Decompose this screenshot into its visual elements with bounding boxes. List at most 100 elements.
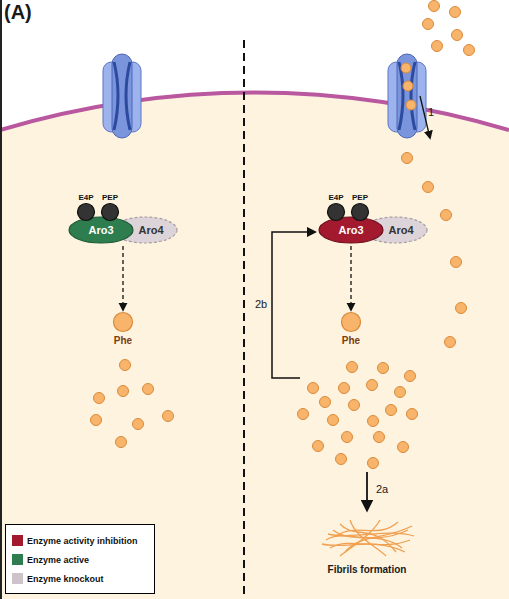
phe-molecule	[349, 400, 360, 411]
fibril-strand	[340, 520, 380, 556]
metabolite-circle: E4P	[327, 203, 345, 221]
metabolite-name: E4P	[78, 193, 93, 202]
legend-entry: Enzyme active	[12, 550, 148, 569]
metabolite-circle: PEP	[351, 203, 369, 221]
phe-molecule	[308, 383, 319, 394]
node-outline	[351, 203, 369, 221]
phe-molecule	[367, 380, 378, 391]
phe-molecule	[450, 7, 461, 18]
dashed-arrow	[122, 246, 123, 310]
metabolite-name: PEP	[102, 193, 118, 202]
ellipse-shape	[113, 217, 177, 243]
phe-molecule	[342, 432, 353, 443]
circle-shape	[352, 204, 369, 221]
phe-molecule	[336, 454, 347, 465]
transporter-stripe	[399, 62, 403, 130]
phe-molecule	[405, 371, 416, 382]
transporter-subunit	[112, 54, 132, 138]
phe-molecule	[118, 386, 129, 397]
panel-border	[0, 0, 2, 599]
phe-molecule	[432, 41, 443, 52]
legend-swatch	[12, 554, 23, 565]
phe-molecule	[347, 362, 358, 373]
callout-number: 2a	[376, 483, 388, 495]
node-outline	[77, 203, 95, 221]
circle-shape	[114, 313, 133, 332]
phe-molecule	[328, 415, 339, 426]
enzyme-ellipse: Aro3	[318, 216, 384, 244]
metabolite-circle: E4P	[77, 203, 95, 221]
phe-molecule	[402, 153, 413, 164]
phe-molecule	[423, 19, 434, 30]
phe-molecule	[94, 393, 105, 404]
legend-swatch	[12, 573, 23, 584]
phe-molecule	[423, 182, 434, 193]
metabolite-name: E4P	[328, 193, 343, 202]
phe-molecule	[395, 387, 406, 398]
phe-molecule	[456, 303, 467, 314]
process-label: Fibrils formation	[328, 564, 407, 575]
phe-molecule	[386, 405, 397, 416]
node-outline	[341, 312, 361, 332]
phe-molecule	[339, 383, 350, 394]
phe-molecule	[368, 416, 379, 427]
phe-molecule	[429, 1, 440, 12]
phe-molecule	[320, 397, 331, 408]
phe-molecule	[163, 411, 174, 422]
phe-molecule	[143, 384, 154, 395]
transporter-stripe	[114, 62, 118, 130]
feedback-arrow	[272, 232, 315, 378]
phe-molecule	[398, 442, 409, 453]
metabolite-name: PEP	[352, 193, 368, 202]
phe-molecule	[133, 419, 144, 430]
circle-shape	[342, 313, 361, 332]
legend-text: Enzyme knockout	[27, 574, 104, 584]
phe-molecule	[445, 337, 456, 348]
node-outline	[113, 312, 133, 332]
fibrils	[322, 520, 414, 556]
metabolite-name: Phe	[114, 335, 132, 346]
ellipse-shape	[69, 217, 133, 243]
legend-text: Enzyme activity inhibition	[27, 536, 138, 546]
panel-letter: (A)	[4, 1, 32, 24]
legend-entry: Enzyme knockout	[12, 569, 148, 588]
metabolite-circle: PEP	[101, 203, 119, 221]
phe-molecule	[403, 81, 413, 91]
phe-molecule	[313, 441, 324, 452]
enzyme-name: Aro3	[68, 216, 134, 244]
phe-molecule	[452, 30, 463, 41]
phe-molecule	[378, 363, 389, 374]
transporter-subunit	[397, 54, 417, 138]
phe-molecule	[406, 100, 416, 110]
legend-text: Enzyme active	[27, 555, 89, 565]
fibril-strand	[350, 520, 386, 556]
divider-line	[243, 40, 245, 599]
cell-membrane	[0, 93, 509, 131]
circle-shape	[78, 204, 95, 221]
product-circle: Phe	[113, 312, 133, 332]
phe-molecule	[298, 409, 309, 420]
transporter	[103, 54, 141, 138]
phe-molecule	[451, 257, 462, 268]
enzyme-name: Aro3	[318, 216, 384, 244]
cytoplasm	[0, 93, 509, 599]
circle-shape	[328, 204, 345, 221]
fibril-strand	[328, 533, 414, 536]
phe-molecule	[441, 210, 452, 221]
product-circle: Phe	[341, 312, 361, 332]
ellipse-shape	[363, 217, 427, 243]
dashed-arrow	[350, 246, 351, 310]
transporter-stripe	[411, 62, 415, 130]
phe-molecule	[116, 437, 127, 448]
legend-swatch	[12, 535, 23, 546]
phe-molecule	[401, 63, 411, 73]
legend-entry: Enzyme activity inhibition	[12, 531, 148, 550]
phe-molecule	[407, 409, 418, 420]
transporter-stripe	[126, 62, 130, 130]
callout-number: 1	[428, 106, 434, 118]
phe-molecule	[374, 432, 385, 443]
ellipse-shape	[319, 217, 383, 243]
